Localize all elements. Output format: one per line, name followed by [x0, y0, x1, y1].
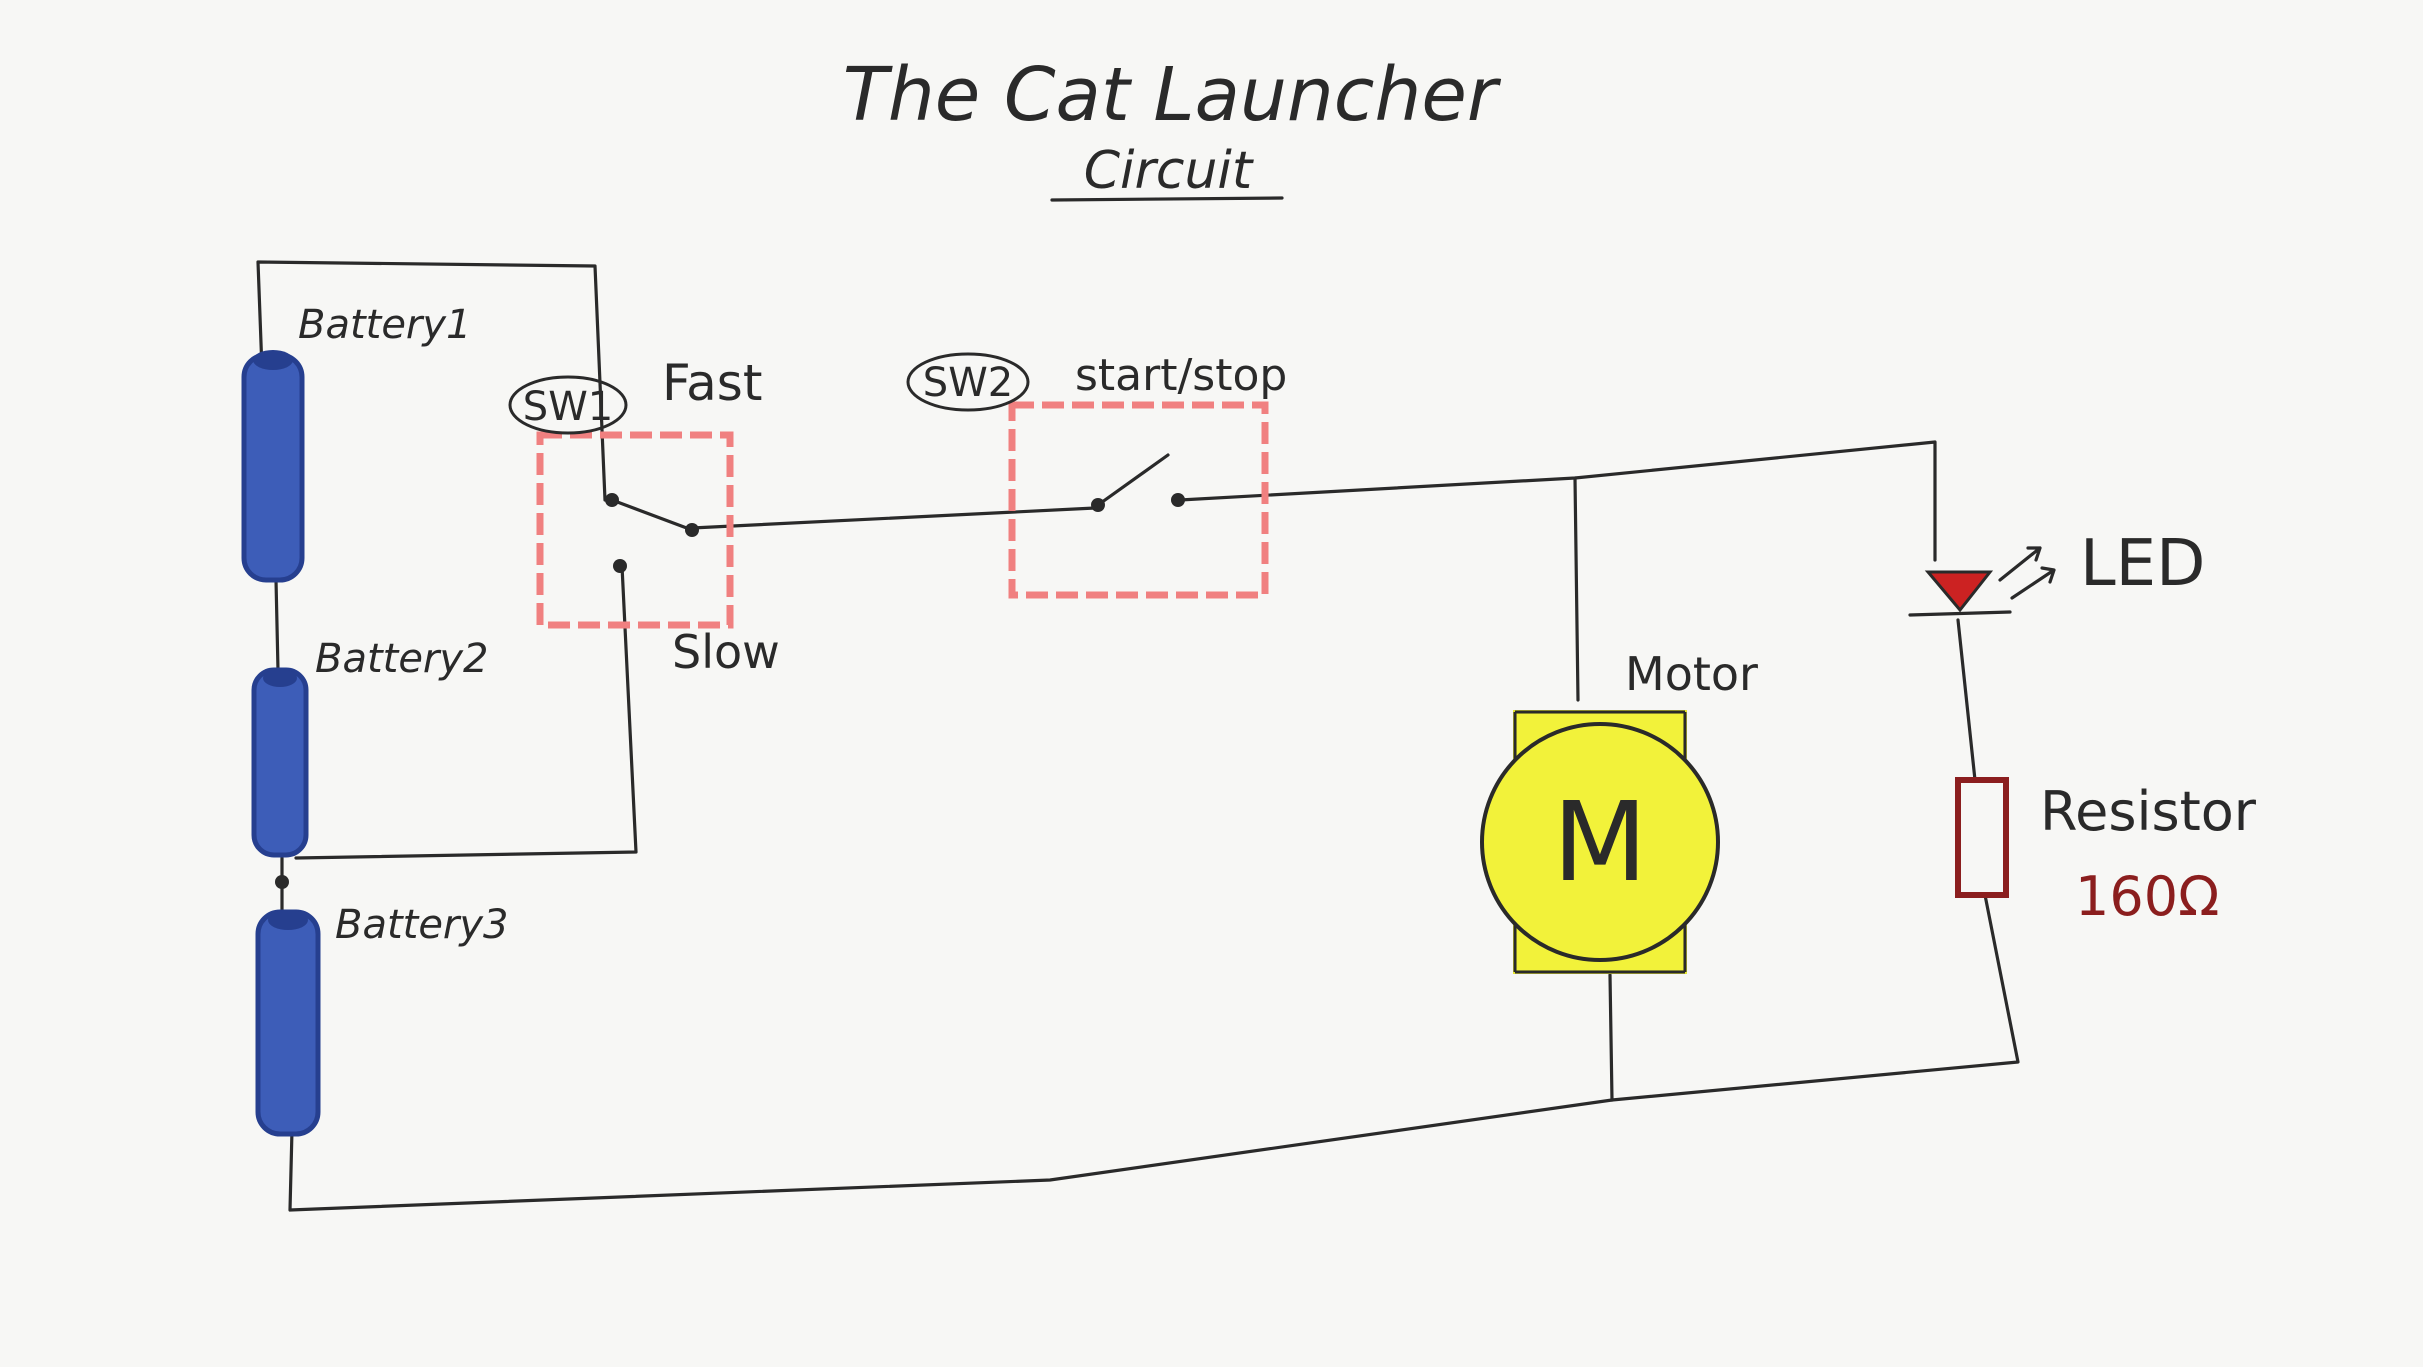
motor-symbol: M: [1553, 778, 1648, 906]
led-label: LED: [2080, 527, 2205, 601]
wire-bottom-return: [288, 1098, 1614, 1212]
resistor-value: 160Ω: [2075, 865, 2219, 928]
switch-1-slow-label: Slow: [672, 625, 780, 679]
subtitle-underline: [1050, 196, 1284, 202]
led-bar: [1908, 610, 2012, 617]
switch-1-lever: [610, 498, 694, 532]
wire-slow: [294, 564, 638, 860]
wire-led-resistor: [1956, 618, 1977, 782]
wire-resistor-bottom: [1610, 893, 2020, 1102]
motor: M Motor: [1480, 647, 1758, 974]
battery-2-label: Battery2: [315, 636, 489, 682]
diagram-title: The Cat Launcher: [843, 52, 1502, 138]
led-arrow-1: [1998, 546, 2042, 582]
switch-1-box: [536, 431, 734, 629]
battery-1: Battery1: [241, 302, 472, 583]
switch-2-box: [1008, 401, 1269, 599]
wire-sw1-sw2: [690, 506, 1097, 530]
switch-2-lever: [1096, 453, 1170, 507]
switch-1-fast-label: Fast: [662, 354, 762, 412]
wire-top-left: [256, 260, 607, 502]
battery-1-label: Battery1: [298, 302, 472, 348]
switch-1: SW1 Fast Slow: [508, 354, 780, 679]
motor-circle: [1480, 722, 1720, 962]
switch-2-contact-b: [1171, 493, 1185, 507]
motor-label: Motor: [1625, 647, 1758, 701]
switch-2-id: SW2: [923, 360, 1013, 406]
switch-1-id-oval: [508, 375, 628, 435]
resistor: Resistor 160Ω: [1955, 777, 2257, 928]
led-arrow-2: [2010, 566, 2056, 600]
switch-2-id-oval: [906, 352, 1030, 412]
battery-3-label: Battery3: [335, 902, 509, 948]
resistor-label: Resistor: [2040, 780, 2257, 843]
led: LED: [1908, 527, 2205, 617]
switch-1-id: SW1: [523, 384, 613, 430]
switch-1-slow-contact: [613, 559, 627, 573]
switch-2: SW2 start/stop: [906, 350, 1287, 599]
diagram-subtitle: Circuit: [1084, 141, 1254, 201]
battery-3: Battery3: [255, 902, 509, 1137]
battery-junction-dot: [275, 875, 289, 889]
wire-b1-b2: [274, 578, 280, 672]
wire-motor-bottom: [1608, 973, 1614, 1102]
led-triangle: [1924, 570, 1994, 613]
battery-2: Battery2: [251, 636, 489, 858]
wire-motor-top: [1573, 476, 1580, 702]
switch-2-label: start/stop: [1075, 350, 1287, 401]
resistor-body: [1955, 777, 2009, 898]
wire-sw2-right: [1178, 440, 1937, 562]
